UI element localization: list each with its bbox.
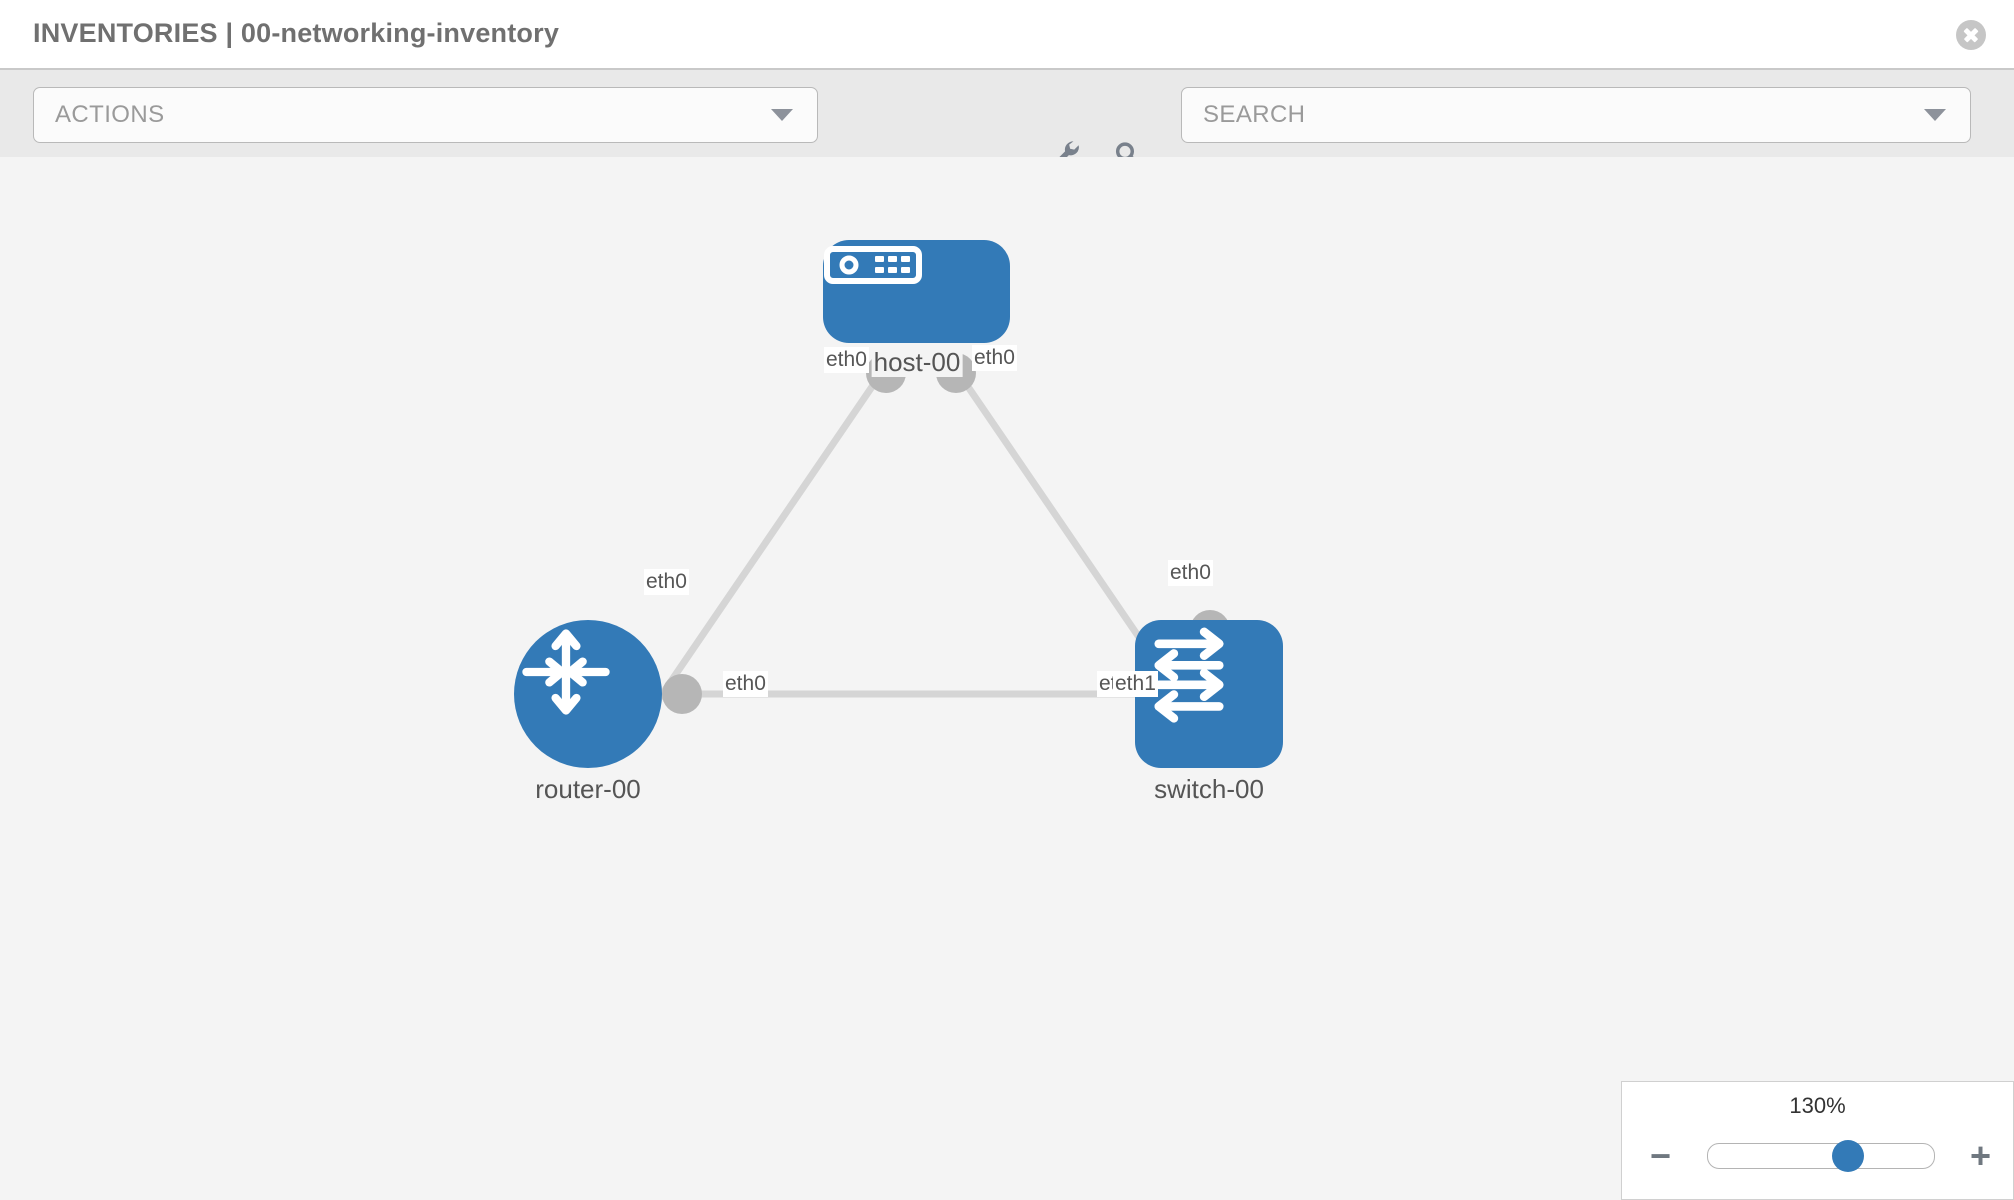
node-switch-00[interactable] [1135,620,1283,768]
node-router-00[interactable] [514,620,662,768]
search-input[interactable]: SEARCH [1181,87,1971,143]
zoom-in-button[interactable]: + [1969,1135,1991,1176]
node-label-router-00: router-00 [533,774,643,804]
topology-canvas[interactable]: host-00 router-0 [0,157,2014,1200]
node-label-switch-00: switch-00 [1152,774,1266,804]
actions-dropdown[interactable]: ACTIONS [33,87,818,143]
page-title: INVENTORIES | 00-networking-inventory [33,18,560,48]
node-label-host-00: host-00 [871,347,963,377]
zoom-control-panel: 130% − + [1621,1081,2014,1200]
zoom-level-value: 130% [1789,1093,1846,1118]
close-icon[interactable] [1956,20,1986,50]
server-icon [824,246,922,284]
edge-label-host-eth0-left: eth0 [824,347,869,374]
zoom-out-button[interactable]: − [1650,1135,1672,1176]
zoom-slider-row: − + [1622,1138,2013,1174]
zoom-slider-track[interactable] [1707,1140,1935,1172]
chevron-down-icon [771,109,793,121]
switch-arrows-icon [1154,627,1224,723]
port-dot-router-eth0[interactable] [662,674,702,714]
zoom-slider-thumb[interactable] [1832,1140,1865,1172]
link-host-router [646,371,884,716]
router-arrows-icon [522,629,610,715]
edge-label-host-eth0-right: eth0 [972,345,1017,372]
node-host-00[interactable] [823,240,1010,343]
page-header: INVENTORIES | 00-networking-inventory [0,0,2014,68]
toolbar: ACTIONS SEARCH [0,68,2014,172]
chevron-down-icon [1924,109,1946,121]
edge-label-router-eth0-up: eth0 [644,569,689,596]
edge-label-router-eth0: eth0 [723,671,768,698]
edge-label-switch-eth1: eth1 [1113,671,1158,698]
edge-label-switch-eth0-up: eth0 [1168,560,1213,587]
search-input-value: SEARCH [1203,101,1306,128]
actions-dropdown-label: ACTIONS [55,101,165,128]
